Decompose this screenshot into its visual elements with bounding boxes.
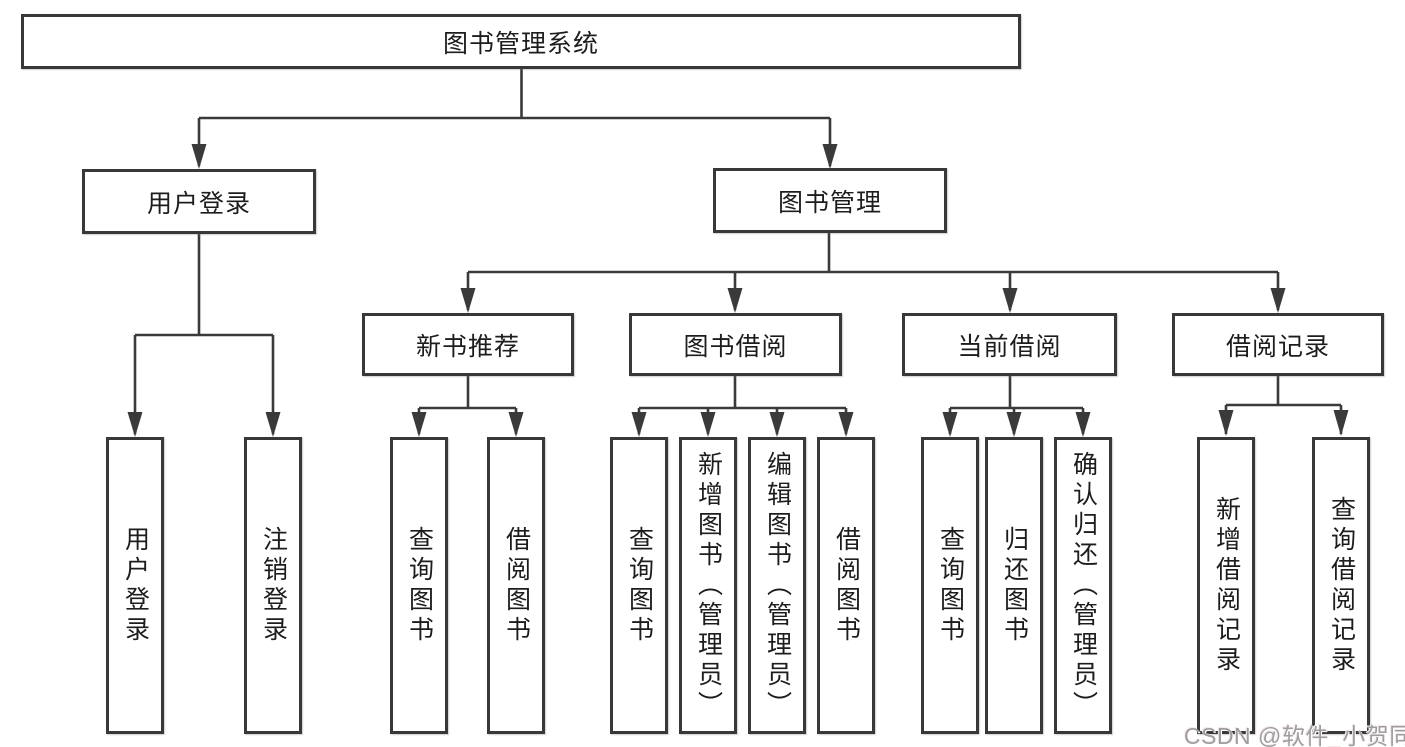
node-label: 图书借阅 bbox=[683, 332, 788, 361]
node-borrow-record: 借阅记录 bbox=[1172, 313, 1384, 376]
node-label: 借阅记录 bbox=[1225, 332, 1330, 361]
leaf-query-book-current: 查询图书 bbox=[921, 437, 979, 734]
node-label: 用户登录 bbox=[146, 189, 251, 218]
node-user-login: 用户登录 bbox=[82, 169, 316, 234]
leaf-confirm-return-admin: 确认归还（管理员） bbox=[1054, 437, 1112, 734]
leaf-return-book: 归还图书 bbox=[985, 437, 1043, 734]
leaf-borrow-book-recommend: 借阅图书 bbox=[487, 437, 545, 734]
node-current-borrow: 当前借阅 bbox=[902, 313, 1117, 376]
leaf-query-borrow-record: 查询借阅记录 bbox=[1312, 437, 1370, 734]
leaf-logout: 注销登录 bbox=[244, 437, 302, 734]
node-book-borrow: 图书借阅 bbox=[629, 313, 842, 376]
node-label: 新书推荐 bbox=[415, 332, 520, 361]
leaf-user-login: 用户登录 bbox=[106, 437, 164, 734]
node-label: 图书管理系统 bbox=[442, 29, 599, 58]
node-new-book-recommend: 新书推荐 bbox=[362, 313, 574, 376]
csdn-watermark: CSDN @软件_小贺同学 bbox=[1184, 723, 1405, 747]
leaf-add-book-admin: 新增图书（管理员） bbox=[679, 437, 737, 734]
leaf-borrow-book: 借阅图书 bbox=[817, 437, 875, 734]
node-root-system: 图书管理系统 bbox=[21, 14, 1021, 69]
leaf-query-book-recommend: 查询图书 bbox=[390, 437, 448, 734]
leaf-edit-book-admin: 编辑图书（管理员） bbox=[748, 437, 806, 734]
leaf-query-book-borrow: 查询图书 bbox=[610, 437, 668, 734]
node-label: 当前借阅 bbox=[957, 332, 1062, 361]
arrowhead-icons bbox=[127, 144, 1349, 437]
leaf-add-borrow-record: 新增借阅记录 bbox=[1197, 437, 1255, 734]
node-book-management: 图书管理 bbox=[713, 168, 947, 233]
node-label: 图书管理 bbox=[777, 188, 882, 217]
